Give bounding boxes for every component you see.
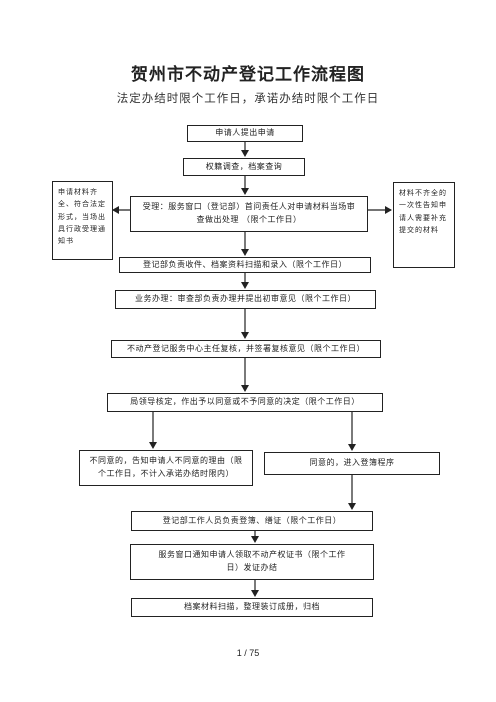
page-number: 1 / 75 [236,648,260,658]
step-register: 登记部负责收件、档案资料扫描和录入（限个工作日） [119,257,371,273]
step-center-review: 不动产登记服务中心主任复核，并签署复核意见（限个工作日） [111,340,381,358]
step-archive: 档案材料扫描，整理装订成册，归档 [131,598,373,617]
side-note-incomplete: 材料不齐全的一次性告知申请人需要补充提交的材料 [393,182,455,268]
step-agree: 同意的，进入登簿程序 [264,452,440,475]
step-accept: 受理：服务窗口（登记部）首问责任人对申请材料当场审查做出处理 （限个工作日） [130,196,368,232]
step-book: 登记部工作人员负责登簿、缮证（限个工作日） [131,511,373,531]
step-disagree: 不同意的，告知申请人不同意的理由（限个工作日，不计入承诺办结时限内） [79,450,253,486]
step-apply: 申请人提出申请 [187,125,303,142]
step-business: 业务办理：审查部负责办理并提出初审意见（限个工作日） [115,290,376,309]
side-note-complete: 申请材料齐全、符合法定形式，当场出具行政受理通知书 [52,181,113,260]
page-subtitle: 法定办结时限个工作日，承诺办结时限个工作日 [116,91,380,105]
step-survey: 权籍调查，档案查询 [183,158,305,176]
step-bureau-decision: 局领导核定，作出予以同意或不予同意的决定（限个工作日） [107,393,383,412]
page-title: 贺州市不动产登记工作流程图 [131,65,365,85]
step-notify: 服务窗口通知申请人领取不动产权证书（限个工作日）发证办结 [130,544,374,580]
